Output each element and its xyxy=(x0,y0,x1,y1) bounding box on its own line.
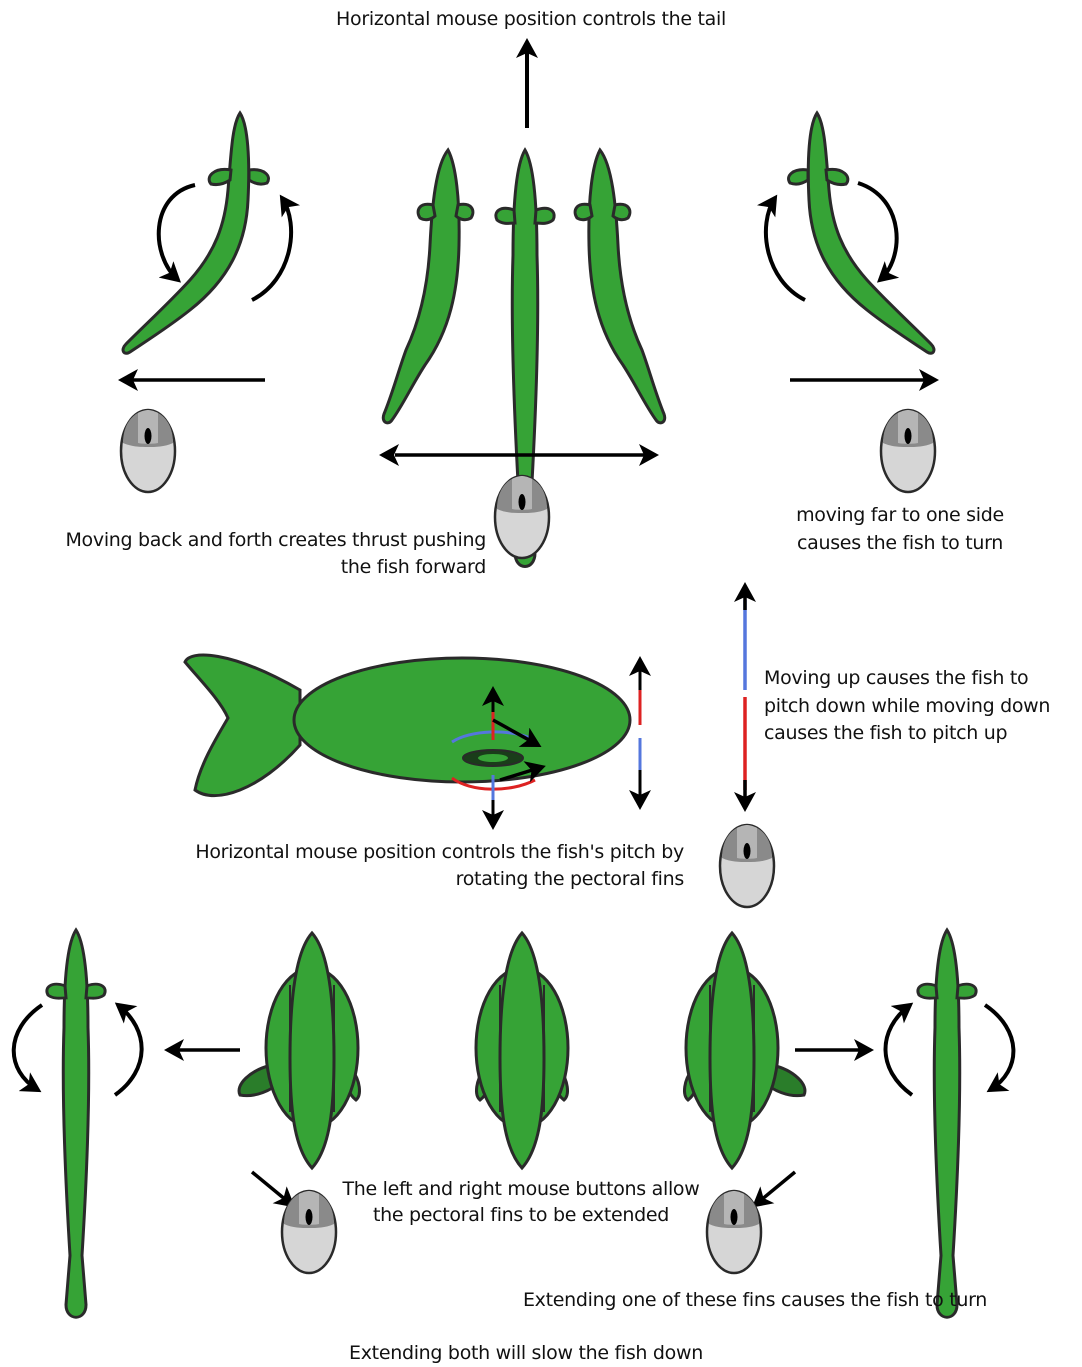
caption-buttons-line2: the pectoral fins to be extended xyxy=(311,1201,731,1229)
caption-both-fins: Extending both will slow the fish down xyxy=(276,1339,776,1367)
caption-thrust-line2: the fish forward xyxy=(0,553,486,581)
caption-thrust-line1: Moving back and forth creates thrust pus… xyxy=(0,526,486,554)
caption-one-fin: Extending one of these fins causes the f… xyxy=(480,1286,1030,1314)
caption-turn-line1: moving far to one side xyxy=(770,501,1030,529)
fish-side-view xyxy=(185,655,630,796)
fish-top-view-right-bend xyxy=(575,150,665,423)
fish-top-view-bottom-right xyxy=(918,930,976,1317)
fish-top-view-left-bend xyxy=(383,150,473,423)
mouse-icon xyxy=(881,410,935,492)
fish-front-view-right-fin-extended xyxy=(685,933,805,1168)
fish-top-view-turning-right xyxy=(789,113,934,353)
caption-buttons-line1: The left and right mouse buttons allow xyxy=(311,1175,731,1203)
fish-top-view-bottom-left xyxy=(47,930,105,1317)
click-arrow-left xyxy=(252,1172,292,1205)
caption-tail-control: Horizontal mouse position controls the t… xyxy=(281,5,781,33)
mouse-icon xyxy=(495,476,549,558)
caption-pitch-fins-line1: Horizontal mouse position controls the f… xyxy=(100,838,684,866)
fish-front-view-center xyxy=(476,933,568,1168)
caption-pitch-fins-line2: rotating the pectoral fins xyxy=(100,865,684,893)
mouse-icon xyxy=(121,410,175,492)
fish-front-view-left-fin-extended xyxy=(239,933,359,1168)
caption-pitch-updown-line1: Moving up causes the fish to xyxy=(764,664,1028,692)
mouse-icon xyxy=(720,825,774,907)
caption-pitch-updown-line3: causes the fish to pitch up xyxy=(764,719,1007,747)
click-arrow-right xyxy=(755,1172,795,1205)
caption-pitch-updown-line2: pitch down while moving down xyxy=(764,692,1050,720)
fish-top-view-turning-left xyxy=(123,113,268,353)
caption-turn-line2: causes the fish to turn xyxy=(770,529,1030,557)
